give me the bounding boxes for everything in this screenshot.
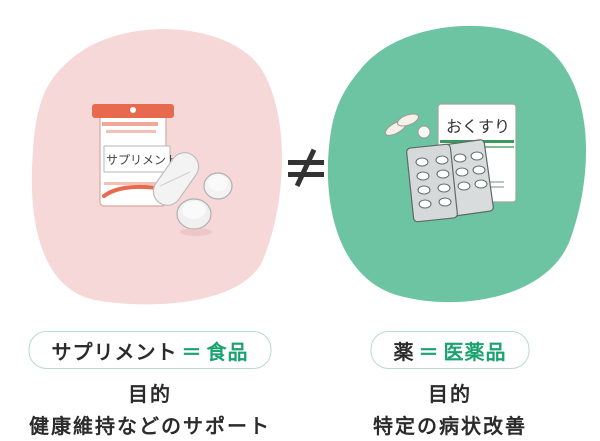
medicine-column: おくすり [300, 0, 600, 441]
supplement-category: 食品 [206, 339, 249, 364]
blister-pack-icon [406, 139, 494, 223]
supplement-package: サプリメント [92, 104, 178, 207]
medicine-package-label: おくすり [446, 117, 510, 136]
small-pill-icons [384, 113, 431, 139]
medicine-purpose: 特定の病状改善 [373, 414, 527, 438]
medicine-category: 医薬品 [443, 339, 507, 364]
supplement-name: サプリメント [51, 339, 178, 364]
supplement-package-label: サプリメント [106, 153, 178, 167]
medicine-category-label: 薬 ＝ 医薬品 [370, 331, 530, 369]
supplement-purpose-heading: 目的 [128, 382, 172, 406]
supplement-category-label: サプリメント ＝ 食品 [28, 331, 272, 369]
capsule-icon [152, 152, 200, 206]
supplement-purpose: 健康維持などのサポート [29, 414, 271, 438]
not-equal-icon [288, 148, 324, 187]
medicine-name: 薬 [393, 339, 415, 364]
tablet-icons [176, 172, 233, 236]
medicine-purpose-heading: 目的 [428, 382, 472, 406]
equals-sign: ＝ [181, 339, 203, 364]
supplement-column: サプリメント サプリメント ＝ 食品 目的 健康維持などのサポート [28, 29, 282, 438]
medicine-illustration: おくすり [327, 25, 587, 303]
equals-sign: ＝ [418, 339, 440, 364]
supplement-illustration: サプリメント [31, 29, 282, 305]
